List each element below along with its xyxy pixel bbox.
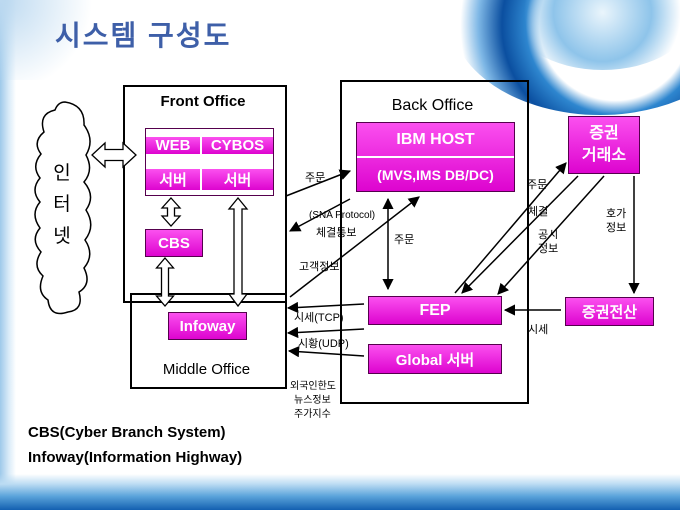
middle-office-box: [130, 293, 287, 389]
web-cybos-server-block: WEB CYBOS 서버 서버: [145, 128, 274, 196]
footnote-infoway: Infoway(Information Highway): [28, 449, 243, 466]
label-order-front: 주문: [305, 172, 326, 184]
label-foreign-limit: 외국인한도: [290, 381, 336, 392]
web-server-cell: WEB: [146, 136, 200, 154]
web-server-sub-cell: 서버: [146, 168, 200, 190]
background-left-strip: [0, 0, 16, 510]
global-server-box: Global 서버: [368, 344, 502, 374]
label-market-udp: 시황(UDP): [298, 338, 349, 350]
label-quote-line2: 정보: [606, 222, 627, 234]
ibm-host-subtitle: (MVS,IMS DB/DC): [377, 166, 494, 183]
infoway-box: Infoway: [168, 312, 247, 340]
securities-computing-box: 증권전산: [565, 297, 654, 326]
background-top-right-swirl: [445, 0, 680, 210]
cbs-box: CBS: [145, 229, 203, 257]
label-news-info: 뉴스정보: [294, 395, 331, 406]
label-stock-index: 주가지수: [294, 409, 331, 420]
label-fill-notice: 체결통보: [316, 227, 357, 239]
footnote-cbs: CBS(Cyber Branch System): [28, 424, 226, 441]
label-order-internal: 주문: [394, 234, 415, 246]
middle-office-label: Middle Office: [162, 361, 251, 378]
label-price-tcp: 시세(TCP): [294, 312, 344, 324]
stock-exchange-box: 증권 거래소: [568, 116, 640, 174]
cybos-server-sub-cell: 서버: [202, 168, 273, 190]
ibm-host-title: IBM HOST: [357, 123, 514, 158]
fep-box: FEP: [368, 296, 502, 325]
stock-exchange-line2: 거래소: [581, 147, 627, 164]
front-office-label: Front Office: [160, 93, 246, 110]
label-order-exchange: 주문: [527, 179, 548, 191]
internet-label: 인터넷: [53, 163, 71, 247]
label-customer-info: 고객정보: [299, 261, 340, 273]
label-price: 시세: [528, 324, 549, 336]
stock-exchange-line1: 증권: [589, 125, 619, 143]
label-quote-line1: 호가: [606, 208, 627, 220]
page-title: 시스템 구성도: [55, 20, 232, 51]
background-top-left-glow: [0, 0, 100, 80]
label-fill: 체결: [528, 206, 549, 218]
label-sna-protocol: (SNA Protocol): [309, 210, 376, 221]
cybos-server-cell: CYBOS: [202, 136, 273, 154]
ibm-host-box: IBM HOST (MVS,IMS DB/DC): [356, 122, 515, 192]
background-bottom-strip: [0, 474, 680, 510]
back-office-label: Back Office: [391, 97, 474, 114]
label-disclosure-line2: 정보: [538, 243, 559, 255]
